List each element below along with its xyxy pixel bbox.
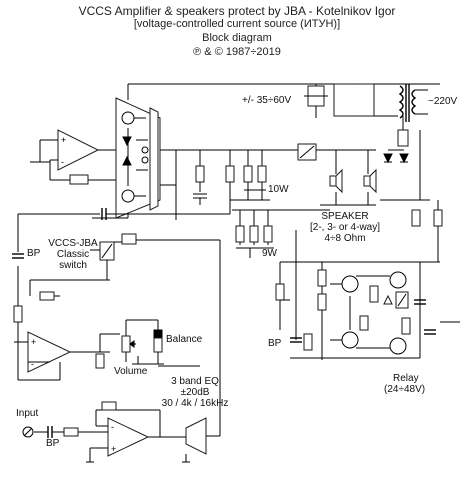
- svg-text:+: +: [61, 135, 66, 145]
- diagram-type: Block diagram: [202, 32, 272, 44]
- svg-text:+: +: [111, 444, 116, 454]
- volume-label: Volume: [114, 366, 148, 377]
- speaker-ways: [2-, 3- or 4-way]: [309, 222, 381, 233]
- feedback-network: [12, 200, 231, 301]
- input-label: Input: [16, 408, 39, 419]
- speaker-section: [297, 143, 409, 206]
- driver-op-amp: + -: [30, 129, 118, 185]
- eq-label-3: 30 / 4k / 16kHz: [161, 398, 229, 409]
- resistor-9w-label: 9W: [262, 248, 277, 259]
- svg-text:-: -: [111, 422, 114, 432]
- volume-balance: [121, 319, 200, 367]
- power-supply: [304, 83, 430, 201]
- svg-text:-: -: [61, 157, 64, 167]
- eq-label-2: ±20dB: [180, 387, 210, 398]
- relay-voltage-range: (24÷48V): [384, 384, 426, 395]
- mains-voltage-label: ~220V: [428, 96, 458, 107]
- output-stage-block: [115, 97, 161, 219]
- speaker-impedance: 4÷8 Ohm: [324, 233, 366, 244]
- resistor-network-9w: [232, 209, 330, 258]
- bp-label-upper: BP: [27, 248, 41, 259]
- switch-label-2: Classic: [56, 249, 90, 260]
- eq-label-1: 3 band EQ: [171, 376, 219, 387]
- relay-label: Relay: [393, 373, 419, 384]
- relay-driver: [275, 200, 460, 360]
- switch-label-3: switch: [59, 260, 87, 271]
- supply-voltage-label: +/- 35÷60V: [242, 95, 292, 106]
- speaker-title: SPEAKER: [321, 211, 369, 222]
- diagram-title: VCCS Amplifier & speakers protect by JBA…: [78, 4, 396, 18]
- svg-text:-: -: [31, 359, 34, 369]
- balance-label: Balance: [166, 334, 203, 345]
- svg-text:+: +: [31, 337, 36, 347]
- copyright-line: ℗ & © 1987÷2019: [193, 46, 281, 58]
- bp-label-input: BP: [46, 438, 60, 449]
- switch-label-1: VCCS-JBA: [48, 238, 98, 249]
- resistor-10w-label: 10W: [268, 184, 289, 195]
- bp-label-relay: BP: [268, 338, 282, 349]
- preamp-op-amp: + -: [13, 300, 120, 381]
- eq-section: - +: [22, 240, 221, 463]
- diagram-subtitle: [voltage-controlled current source (ИТУН…: [133, 18, 341, 30]
